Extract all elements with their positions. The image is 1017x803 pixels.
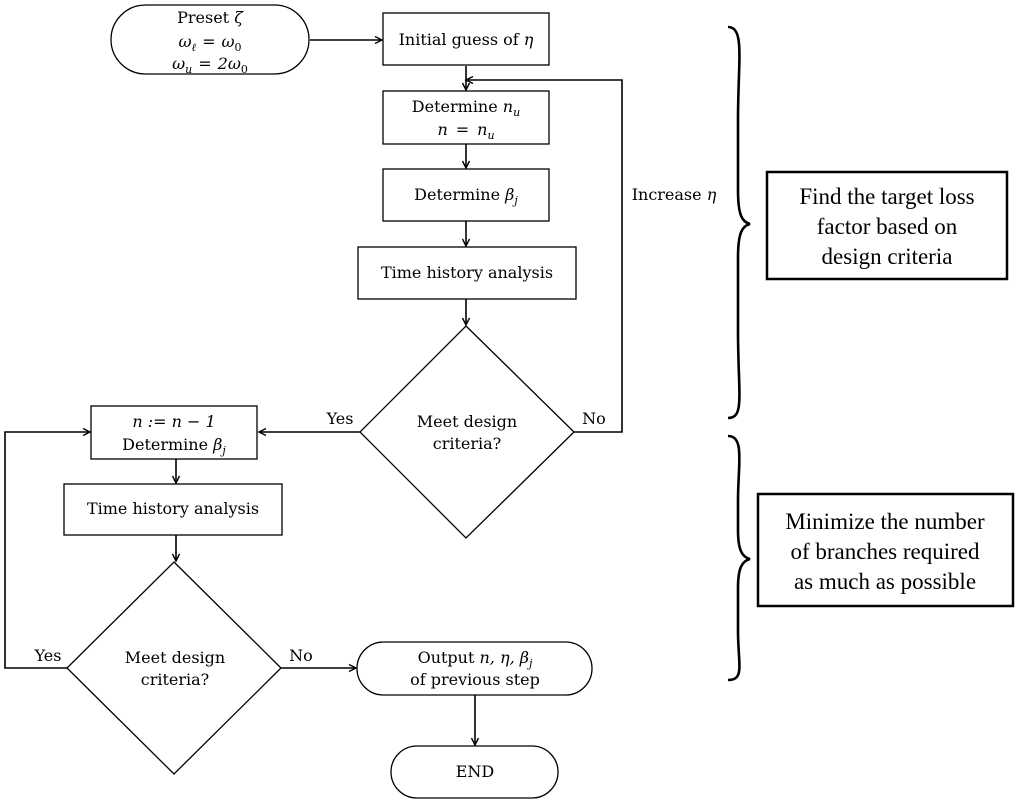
- node-time-history-2: Time history analysis: [63, 483, 283, 536]
- node-initial-guess: Initial guess of η: [382, 12, 550, 66]
- node-time-history-1: Time history analysis: [357, 246, 577, 300]
- brace-phase-2: [727, 434, 751, 682]
- node-decision-2: Meet design criteria?: [66, 561, 282, 775]
- node-output: Output n, η, βj of previous step: [356, 641, 593, 696]
- svg-text:n=nu: n=nu: [437, 120, 494, 142]
- svg-text:Find the target loss: Find the target loss: [799, 184, 974, 209]
- svg-text:Determine nu: Determine nu: [412, 97, 520, 119]
- svg-text:Meet design: Meet design: [125, 648, 225, 667]
- eta-symbol: η: [524, 30, 534, 49]
- svg-text:Time history analysis: Time history analysis: [381, 263, 553, 282]
- svg-text:design criteria: design criteria: [822, 244, 953, 269]
- node-preset: Preset ζ ωℓ=ω0 ωu=2ω0: [110, 4, 310, 76]
- loop-increase-eta: [464, 75, 623, 433]
- svg-text:as much as possible: as much as possible: [794, 569, 976, 594]
- svg-text:Initial guess of η: Initial guess of η: [399, 30, 534, 49]
- svg-text:Output n, η, βj: Output n, η, βj: [418, 648, 533, 670]
- label-yes-2: Yes: [34, 646, 62, 665]
- svg-text:criteria?: criteria?: [141, 670, 210, 689]
- svg-text:of previous step: of previous step: [410, 670, 540, 689]
- annotation-phase-2: Minimize the number of branches required…: [756, 492, 1015, 608]
- svg-text:END: END: [456, 762, 495, 781]
- preset-label: Preset: [177, 8, 230, 27]
- label-increase-eta: Increase η: [632, 185, 717, 204]
- svg-text:factor based on: factor based on: [817, 214, 958, 239]
- svg-text:Determine βj: Determine βj: [414, 185, 518, 207]
- brace-phase-1: [727, 25, 751, 420]
- svg-text:Minimize the number: Minimize the number: [785, 509, 985, 534]
- svg-text:ωℓ=ω0: ωℓ=ω0: [178, 32, 241, 54]
- label-yes-1: Yes: [326, 409, 354, 428]
- node-determine-beta: Determine βj: [382, 168, 550, 222]
- svg-text:Preset ζ: Preset ζ: [177, 8, 244, 27]
- label-no-1: No: [582, 409, 606, 428]
- loop-decision2-yes: [4, 427, 92, 669]
- connectors: [4, 35, 623, 747]
- svg-text:of branches required: of branches required: [790, 539, 980, 564]
- svg-text:n := n − 1: n := n − 1: [132, 412, 215, 431]
- label-no-2: No: [289, 646, 313, 665]
- svg-text:Determine βj: Determine βj: [122, 435, 226, 457]
- annotation-phase-1: Find the target loss factor based on des…: [765, 170, 1009, 281]
- node-decision-1: Meet design criteria?: [359, 325, 575, 539]
- node-end: END: [390, 745, 559, 799]
- zeta-symbol: ζ: [234, 8, 244, 27]
- svg-text:Time history analysis: Time history analysis: [87, 499, 259, 518]
- svg-text:ωu=2ω0: ωu=2ω0: [172, 54, 248, 76]
- node-determine-nu: Determine nu n=nu: [382, 90, 550, 145]
- node-decrement: n := n − 1 Determine βj: [90, 405, 258, 460]
- beta-symbol: β: [504, 185, 514, 204]
- svg-text:criteria?: criteria?: [433, 434, 502, 453]
- svg-text:Meet design: Meet design: [417, 412, 517, 431]
